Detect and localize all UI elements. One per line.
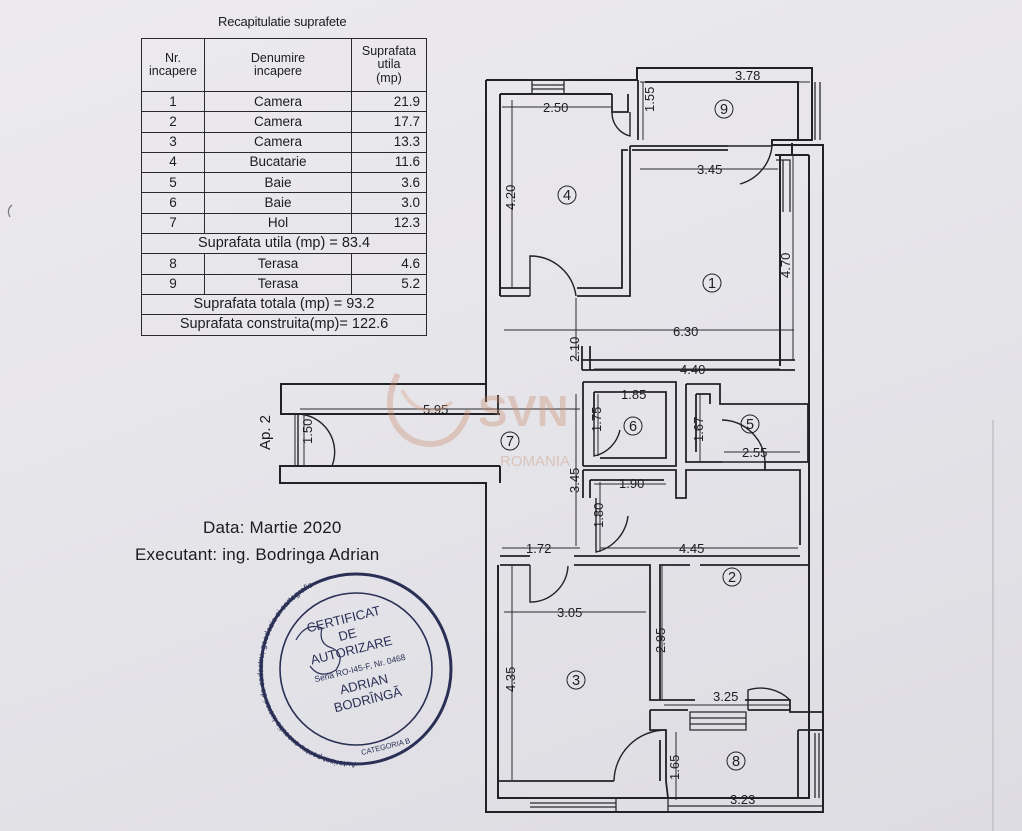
built-area-row: Suprafata construita(mp)= 122.6 xyxy=(141,314,427,336)
room-number-5: 5 xyxy=(746,417,754,433)
room-markers: 1 2 3 4 5 6 7 8 9 xyxy=(500,99,760,771)
dim-1-50: 1.50 xyxy=(300,419,315,444)
room-marker-5: 5 xyxy=(740,414,760,434)
cell-name: Bucatarie xyxy=(204,151,352,174)
doors xyxy=(297,111,791,782)
door-terrace-8-b xyxy=(747,687,791,710)
watermark: SVN ROMANIA xyxy=(386,372,570,470)
dim-1-67: 1.67 xyxy=(691,417,706,442)
dim-5-95: 5.95 xyxy=(423,402,448,417)
dim-4-40: 4.40 xyxy=(680,362,705,377)
door-entrance xyxy=(297,413,336,467)
dim-3-25: 3.25 xyxy=(713,689,738,704)
room-marker-2: 2 xyxy=(722,567,742,587)
header-nr: Nr.incapere xyxy=(141,38,205,92)
room-number-6: 6 xyxy=(629,419,637,435)
room-marker-9: 9 xyxy=(714,99,734,119)
dim-1-55: 1.55 xyxy=(642,87,657,112)
room-number-1: 1 xyxy=(708,276,716,292)
apartment-label: Ap. 2 xyxy=(257,415,274,450)
dim-1-85: 1.85 xyxy=(621,387,646,402)
door-corridor xyxy=(595,498,629,553)
door-bath-6 xyxy=(593,420,621,457)
room-number-3: 3 xyxy=(572,673,580,689)
room-marker-8: 8 xyxy=(726,751,746,771)
cell-area: 12.3 xyxy=(351,212,427,235)
stamp-line-2: DE xyxy=(337,625,358,644)
stamp-inner-ring xyxy=(279,592,433,746)
room-number-9: 9 xyxy=(720,102,728,118)
room-marker-6: 6 xyxy=(623,416,643,436)
dim-2-10: 2.10 xyxy=(567,337,582,362)
watermark-logo-icon xyxy=(386,372,471,447)
room-number-8: 8 xyxy=(732,754,740,770)
stamp-signature-icon xyxy=(295,625,341,675)
door-terrace-9 xyxy=(611,111,631,137)
dim-4-20: 4.20 xyxy=(503,185,518,210)
room-number-4: 4 xyxy=(563,188,571,204)
dim-1-90: 1.90 xyxy=(619,476,644,491)
dim-3-05: 3.05 xyxy=(557,605,582,620)
stamp-outer-ring xyxy=(259,572,453,766)
dimension-lines xyxy=(300,81,823,807)
dim-1-75: 1.75 xyxy=(589,407,604,432)
dim-3-45-hall: 3.45 xyxy=(567,468,582,493)
room-marker-4: 4 xyxy=(557,185,577,205)
built-area: Suprafata construita(mp)= 122.6 xyxy=(141,314,427,336)
door-bath-5 xyxy=(721,419,766,463)
dim-3-45-top: 3.45 xyxy=(697,162,722,177)
door-kitchen xyxy=(529,255,577,297)
room-marker-3: 3 xyxy=(566,670,586,690)
watermark-brand: SVN xyxy=(478,387,568,436)
dim-4-45: 4.45 xyxy=(679,541,704,556)
dim-4-35: 4.35 xyxy=(503,667,518,692)
cell-area: 21.9 xyxy=(351,90,427,113)
dim-1-80: 1.80 xyxy=(591,503,606,528)
watermark-sub: ROMANIA xyxy=(500,453,570,470)
dim-1-72: 1.72 xyxy=(526,541,551,556)
door-terrace-1 xyxy=(728,145,773,185)
dim-6-30: 6.30 xyxy=(673,324,698,339)
room-number-7: 7 xyxy=(506,434,514,450)
date-note: Data: Martie 2020 xyxy=(203,518,342,537)
pen-mark xyxy=(7,204,13,218)
executant-note: Executant: ing. Bodringa Adrian xyxy=(135,545,380,564)
dim-3-23: 3.23 xyxy=(730,792,755,807)
authorization-stamp: Autorizat pentru executie lucrari de cad… xyxy=(256,572,453,769)
dim-2-55: 2.55 xyxy=(742,445,767,460)
dim-3-78: 3.78 xyxy=(735,68,760,83)
dim-1-65: 1.65 xyxy=(667,755,682,780)
cell-name: Camera xyxy=(204,131,352,153)
door-room-3 xyxy=(529,565,569,603)
dim-2-50: 2.50 xyxy=(543,100,568,115)
room-marker-7: 7 xyxy=(500,431,520,451)
table-title: Recapitulatie suprafete xyxy=(218,14,347,29)
room-marker-1: 1 xyxy=(702,273,722,293)
dim-4-70: 4.70 xyxy=(778,253,793,278)
room-number-2: 2 xyxy=(728,570,736,586)
dim-2-95: 2.95 xyxy=(653,628,668,653)
door-terrace-8-a xyxy=(613,729,667,782)
